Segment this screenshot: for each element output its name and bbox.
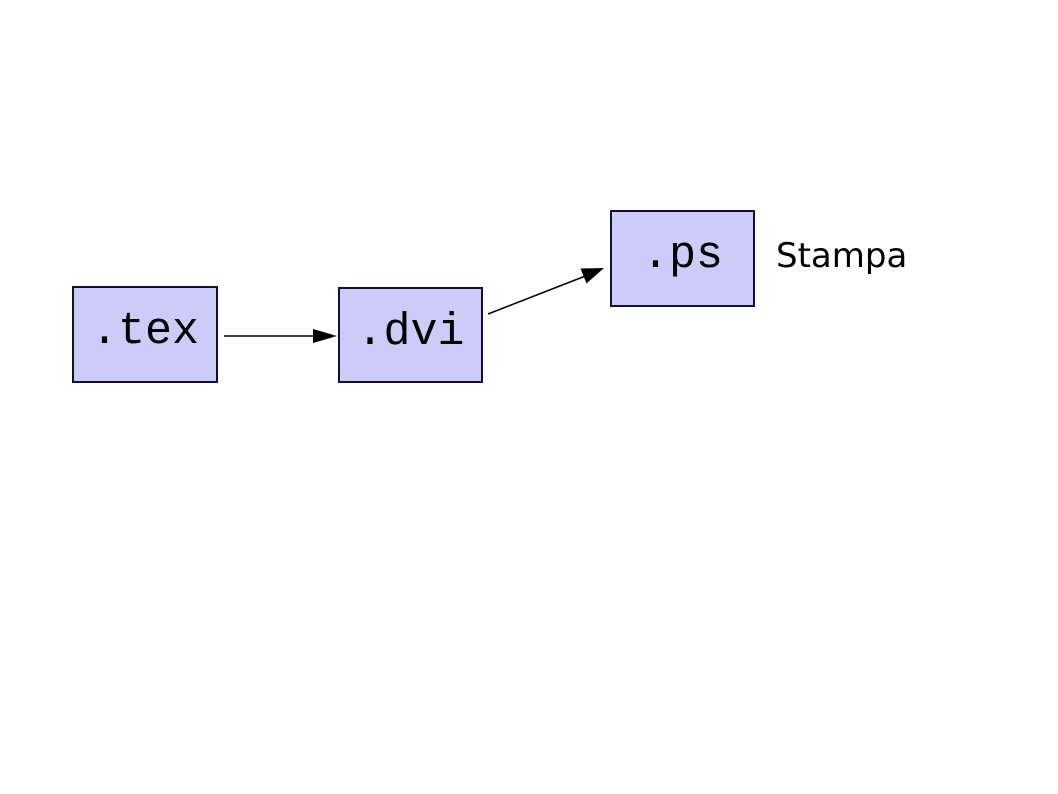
node-tex: .tex (72, 286, 218, 383)
node-tex-label: .tex (90, 306, 200, 357)
node-ps-label: .ps (641, 230, 723, 281)
node-dvi-label: .dvi (356, 306, 465, 358)
stampa-label: Stampa (776, 236, 908, 276)
node-dvi: .dvi (338, 287, 483, 383)
arrowhead-icon (580, 268, 604, 284)
arrow-dvi-to-ps (487, 268, 604, 315)
node-ps: .ps (610, 210, 755, 307)
arrow-tex-to-dvi (224, 329, 337, 343)
arrowhead-icon (313, 329, 337, 343)
